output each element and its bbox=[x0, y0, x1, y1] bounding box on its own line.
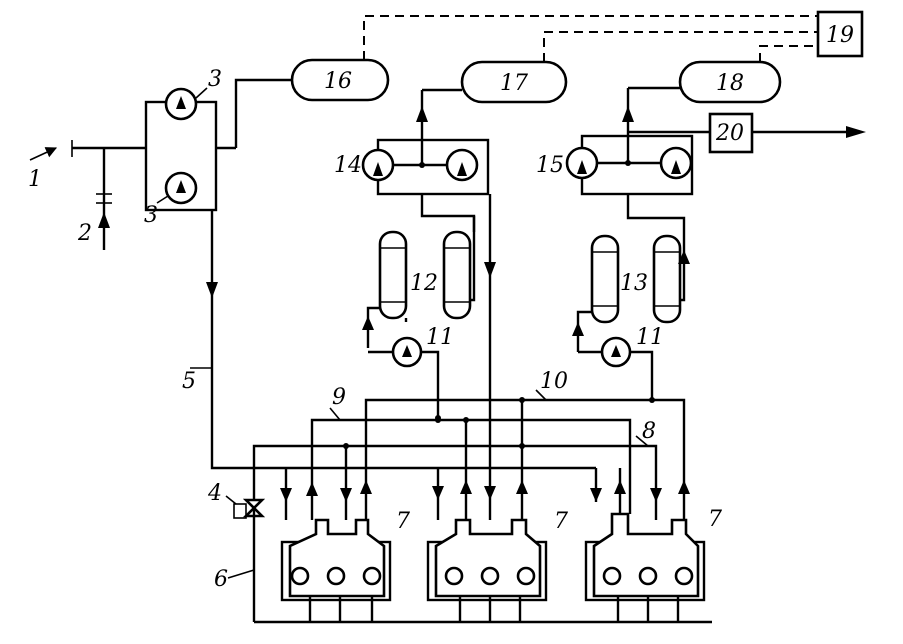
label-17: 17 bbox=[500, 71, 528, 96]
header-lines bbox=[252, 389, 686, 504]
label-20: 20 bbox=[715, 121, 744, 146]
label-15: 15 bbox=[536, 153, 564, 178]
separator-7-middle bbox=[426, 400, 548, 602]
line-5 bbox=[190, 210, 602, 502]
label-7-left: 7 bbox=[396, 509, 410, 534]
pump-11-left bbox=[368, 336, 441, 421]
label-1: 1 bbox=[28, 167, 42, 192]
inlet-lines bbox=[29, 140, 146, 250]
label-19: 19 bbox=[826, 23, 854, 48]
label-18: 18 bbox=[716, 71, 744, 96]
vessel-18 bbox=[678, 60, 782, 104]
label-8: 8 bbox=[642, 419, 656, 444]
dryer-pair-12 bbox=[362, 194, 496, 480]
label-7-middle: 7 bbox=[554, 509, 568, 534]
compressor-pair-14 bbox=[361, 88, 490, 196]
pump-11-right bbox=[578, 336, 655, 403]
number-labels: 1 2 3 3 4 5 6 7 7 7 8 9 10 11 11 12 13 1… bbox=[28, 23, 854, 592]
label-13: 13 bbox=[620, 271, 648, 296]
label-4: 4 bbox=[207, 481, 222, 506]
dryer-pair-13 bbox=[572, 194, 690, 352]
dashed-signal-lines bbox=[363, 15, 818, 62]
label-12: 12 bbox=[410, 271, 438, 296]
label-9: 9 bbox=[332, 385, 346, 410]
label-6: 6 bbox=[214, 567, 228, 592]
outlet-line bbox=[752, 126, 866, 138]
label-2: 2 bbox=[77, 221, 92, 246]
label-10: 10 bbox=[540, 369, 568, 394]
valve-4 bbox=[225, 495, 266, 528]
bottom-collector-6 bbox=[227, 528, 712, 624]
label-3-top: 3 bbox=[208, 67, 222, 92]
label-7-right: 7 bbox=[708, 507, 722, 532]
vessel-17 bbox=[460, 60, 568, 104]
controller-19 bbox=[816, 10, 864, 58]
label-11-right: 11 bbox=[636, 325, 664, 350]
separator-7-right bbox=[584, 468, 706, 602]
label-14: 14 bbox=[334, 153, 362, 178]
label-11-left: 11 bbox=[426, 325, 454, 350]
vessel-16 bbox=[290, 58, 390, 102]
compressor-pair-15 bbox=[565, 86, 710, 196]
label-3-bottom: 3 bbox=[144, 203, 158, 228]
label-5: 5 bbox=[182, 369, 196, 394]
compressor-pair-3 bbox=[144, 78, 292, 212]
label-16: 16 bbox=[324, 69, 352, 94]
separator-7-left bbox=[280, 446, 392, 602]
